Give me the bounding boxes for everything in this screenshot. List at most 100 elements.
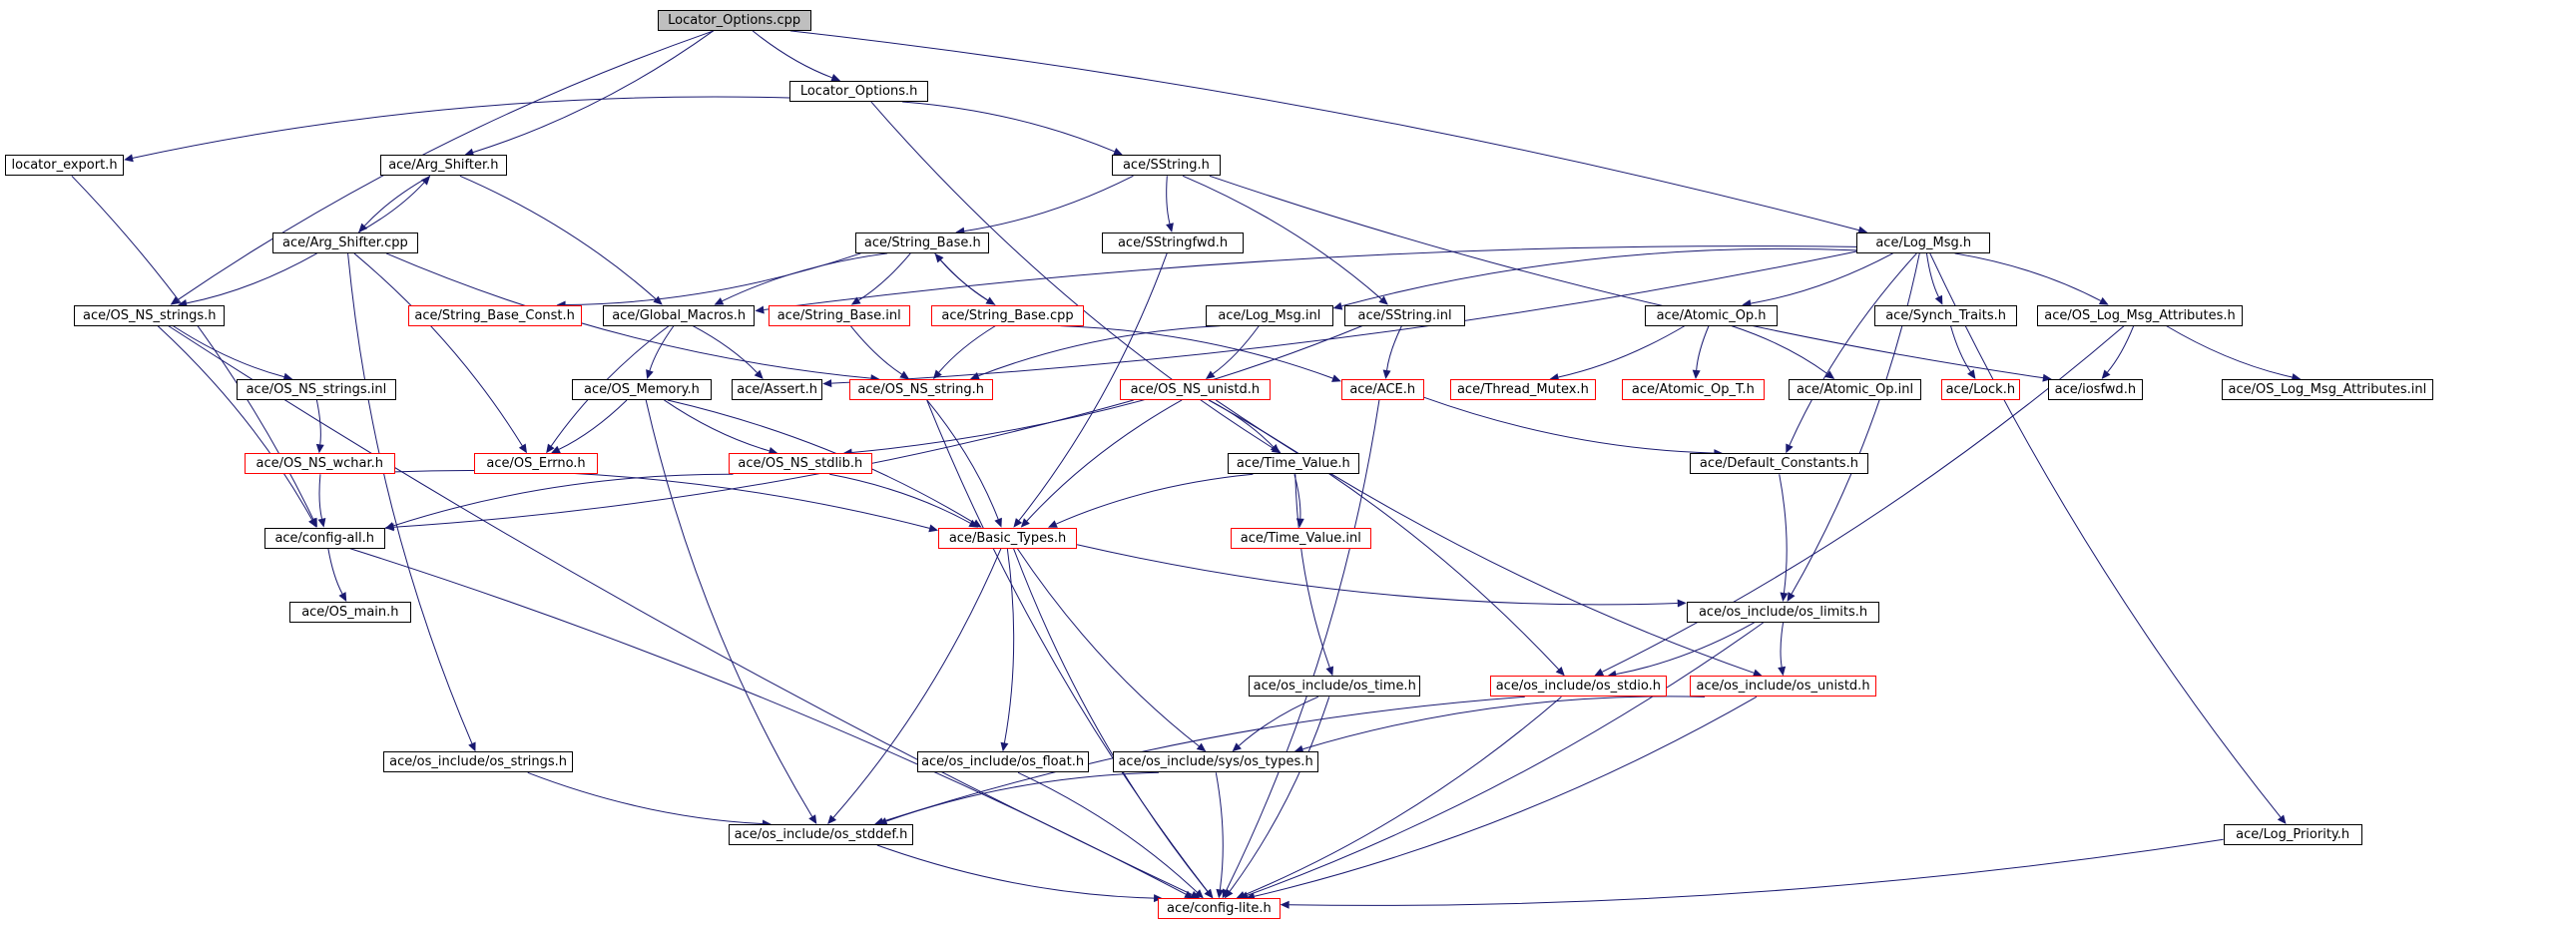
node-os-log-msg-attributes-inl[interactable]: ace/OS_Log_Msg_Attributes.inl xyxy=(2221,378,2433,400)
arrowhead-ostime-to-configlite xyxy=(1224,888,1234,899)
node-locator-options-h[interactable]: Locator_Options.h xyxy=(789,80,929,102)
node-os-time-h[interactable]: ace/os_include/os_time.h xyxy=(1249,676,1421,698)
node-string-base-h[interactable]: ace/String_Base.h xyxy=(855,232,990,253)
node-config-lite-h[interactable]: ace/config-lite.h xyxy=(1158,898,1281,920)
edge-sstr-to-iosfwd xyxy=(1209,175,2044,379)
edge-strbase-to-globmac xyxy=(722,252,888,302)
node-locator-export-h[interactable]: locator_export.h xyxy=(4,155,125,177)
node-os-float-h[interactable]: ace/os_include/os_float.h xyxy=(916,751,1089,773)
arrowhead-osnsstrs-to-osnsstrsinl xyxy=(282,372,293,381)
arrowhead-ostypes-to-osstddef xyxy=(877,817,888,825)
edge-argcpp-to-osstrings xyxy=(347,252,473,744)
node-assert-h[interactable]: ace/Assert.h xyxy=(732,378,823,400)
arrowhead-logmsginl-to-osnsunistd xyxy=(1205,370,1216,379)
node-os-limits-h[interactable]: ace/os_include/os_limits.h xyxy=(1686,601,1880,623)
node-atomic-op-h[interactable]: ace/Atomic_Op.h xyxy=(1645,304,1778,326)
node-string-base-const-h[interactable]: ace/String_Base_Const.h xyxy=(407,304,582,326)
node-os-errno-h[interactable]: ace/OS_Errno.h xyxy=(473,453,599,475)
node-config-all-h[interactable]: ace/config-all.h xyxy=(263,527,385,549)
arrowhead-logmsg-to-logprio xyxy=(2277,814,2287,824)
node-os-stddef-h[interactable]: ace/os_include/os_stddef.h xyxy=(728,824,914,845)
node-os-ns-strings-inl[interactable]: ace/OS_NS_strings.inl xyxy=(236,378,397,400)
edge-osnsunistd-to-timeval xyxy=(1209,399,1275,448)
node-log-priority-h[interactable]: ace/Log_Priority.h xyxy=(2223,824,2362,845)
node-arg-shifter-h[interactable]: ace/Arg_Shifter.h xyxy=(379,155,508,177)
node-lock-h[interactable]: ace/Lock.h xyxy=(1940,378,2021,400)
edge-root-to-locopt xyxy=(752,30,832,79)
edge-argsh-to-globmac xyxy=(459,175,657,300)
arrowhead-root-to-argsh xyxy=(464,148,475,157)
arrowhead-osnsstrs-to-configall xyxy=(308,517,316,528)
node-os-log-msg-attributes-h[interactable]: ace/OS_Log_Msg_Attributes.h xyxy=(2036,304,2244,326)
node-global-macros-h[interactable]: ace/Global_Macros.h xyxy=(603,304,756,326)
arrowhead-osstdio-to-configlite xyxy=(1236,891,1247,899)
node-os-main-h[interactable]: ace/OS_main.h xyxy=(288,601,412,623)
arrowhead-osmem-to-osstddef xyxy=(808,814,817,824)
edge-logmsg-to-defconst xyxy=(1789,252,1917,446)
node-sstring-inl[interactable]: ace/SString.inl xyxy=(1344,304,1465,326)
node-atomic-op-inl[interactable]: ace/Atomic_Op.inl xyxy=(1789,378,1921,400)
node-time-value-h[interactable]: ace/Time_Value.h xyxy=(1227,453,1360,475)
arrowhead-sbcpp-to-ace xyxy=(1331,374,1341,382)
arrowhead-osnsstrsinl-to-osnswchar xyxy=(315,443,324,454)
edge-atomic-to-atomicT xyxy=(1696,325,1710,371)
arrowhead-osnswchar-to-configall xyxy=(317,517,326,528)
node-default-constants-h[interactable]: ace/Default_Constants.h xyxy=(1690,453,1868,475)
arrowhead-osmem-to-osnsstdlib xyxy=(768,446,778,455)
node-os-ns-string-h[interactable]: ace/OS_NS_string.h xyxy=(848,378,993,400)
node-os-ns-stdlib-h[interactable]: ace/OS_NS_stdlib.h xyxy=(728,453,872,475)
node-thread-mutex-h[interactable]: ace/Thread_Mutex.h xyxy=(1450,378,1596,400)
node-sstring-h[interactable]: ace/SString.h xyxy=(1111,155,1222,177)
edge-argcpp-to-osnsstrs xyxy=(186,252,317,304)
edge-basictypes-to-osstddef xyxy=(832,548,1002,818)
node-iosfwd-h[interactable]: ace/iosfwd.h xyxy=(2048,378,2143,400)
arrowhead-osnsunistd-to-timeval xyxy=(1270,444,1280,454)
edge-osstdio-to-configlite xyxy=(1244,696,1562,896)
node-synch-traits-h[interactable]: ace/Synch_Traits.h xyxy=(1874,304,2017,326)
node-string-base-inl[interactable]: ace/String_Base.inl xyxy=(768,304,910,326)
arrowhead-sstrfwd-to-basictypes xyxy=(1013,518,1023,528)
edge-root-to-osnsstrs xyxy=(177,30,715,300)
arrowhead-defconst-to-oslimits xyxy=(1780,592,1789,602)
edge-sstr-to-sstrinl xyxy=(1182,175,1382,300)
node-ace-h[interactable]: ace/ACE.h xyxy=(1340,378,1424,400)
arrowhead-ostypes-to-configlite xyxy=(1216,888,1225,899)
node-os-ns-unistd-h[interactable]: ace/OS_NS_unistd.h xyxy=(1120,378,1271,400)
node-os-stdio-h[interactable]: ace/os_include/os_stdio.h xyxy=(1489,676,1667,698)
arrowhead-strbase-to-globmac xyxy=(714,297,725,305)
node-log-msg-inl[interactable]: ace/Log_Msg.inl xyxy=(1206,304,1333,326)
arrowhead-basictypes-to-osstddef xyxy=(827,814,837,824)
arrowhead-logmsg-to-defconst xyxy=(1786,443,1794,454)
node-os-types-h[interactable]: ace/os_include/sys/os_types.h xyxy=(1113,751,1318,773)
edge-osnsstrsinl-to-osnswchar xyxy=(315,399,321,445)
arrowhead-oslogattr-to-osstdio xyxy=(1594,668,1605,677)
node-atomic-op-t-h[interactable]: ace/Atomic_Op_T.h xyxy=(1622,378,1765,400)
node-os-ns-wchar-h[interactable]: ace/OS_NS_wchar.h xyxy=(244,453,395,475)
edge-osnsstring-to-configlite xyxy=(926,399,1209,892)
edge-sbinl-to-osnsstring xyxy=(849,325,902,375)
edge-logmsg-to-logprio xyxy=(1929,252,2282,818)
node-os-unistd-h[interactable]: ace/os_include/os_unistd.h xyxy=(1690,676,1877,698)
edge-basictypes-to-ostypes xyxy=(1016,548,1200,747)
edge-osunistd-to-ostypes xyxy=(1302,696,1706,750)
edge-atomic-to-atomicinl xyxy=(1731,325,1828,375)
node-log-msg-h[interactable]: ace/Log_Msg.h xyxy=(1856,232,1991,253)
node-os-ns-strings-h[interactable]: ace/OS_NS_strings.h xyxy=(74,304,226,326)
edge-logmsg-to-oslogattr xyxy=(1954,252,2101,301)
node-string-base-cpp[interactable]: ace/String_Base.cpp xyxy=(931,304,1084,326)
arrowhead-root-to-logmsg xyxy=(1857,226,1868,234)
edge-osmem-to-basictypes xyxy=(667,399,975,524)
edge-strbase-to-sbcpp xyxy=(934,252,988,301)
node-sstringfwd-h[interactable]: ace/SStringfwd.h xyxy=(1101,232,1245,253)
edge-timeval-to-basictypes xyxy=(1056,473,1254,525)
node-arg-shifter-cpp[interactable]: ace/Arg_Shifter.cpp xyxy=(272,232,418,253)
node-time-value-inl[interactable]: ace/Time_Value.inl xyxy=(1230,527,1371,549)
arrowhead-basictypes-to-configlite xyxy=(1204,888,1214,899)
edge-timeval-to-ostime xyxy=(1294,474,1330,669)
node-basic-types-h[interactable]: ace/Basic_Types.h xyxy=(938,527,1078,549)
edge-locopt-to-timeval xyxy=(870,101,1275,449)
node-os-strings-h[interactable]: ace/os_include/os_strings.h xyxy=(382,751,574,773)
node-os-memory-h[interactable]: ace/OS_Memory.h xyxy=(571,378,713,400)
arrowhead-osmem-to-oserrno xyxy=(551,445,561,454)
